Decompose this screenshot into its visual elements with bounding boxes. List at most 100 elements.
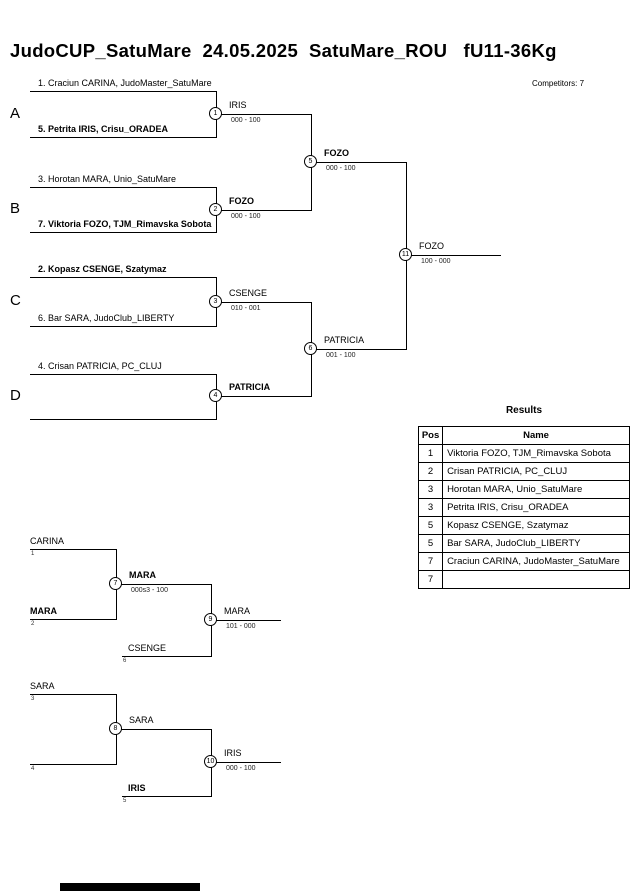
result-name: Kopasz CSENGE, Szatymaz bbox=[442, 516, 630, 535]
match-11-score: 100 - 000 bbox=[421, 258, 451, 265]
bracket-line bbox=[211, 620, 281, 621]
bracket-line bbox=[30, 549, 116, 550]
match-5-number: 5 bbox=[304, 155, 317, 168]
match-7-winner: MARA bbox=[129, 570, 156, 580]
result-name: Crisan PATRICIA, PC_CLUJ bbox=[442, 462, 630, 481]
match-2-score: 000 - 100 bbox=[231, 213, 261, 220]
bracket-line bbox=[30, 764, 116, 765]
match-3-number: 3 bbox=[209, 295, 222, 308]
bracket-entry-5: 5. Petrita IRIS, Crisu_ORADEA bbox=[38, 124, 169, 134]
result-name: Horotan MARA, Unio_SatuMare bbox=[442, 480, 630, 499]
bracket-line bbox=[30, 419, 216, 420]
bracket-entry-7: 7. Viktoria FOZO, TJM_Rimavska Sobota bbox=[38, 219, 212, 229]
match-3-score: 010 - 001 bbox=[231, 305, 261, 312]
group-label-c: C bbox=[10, 292, 21, 309]
match-5-score: 000 - 100 bbox=[326, 165, 356, 172]
bracket-line bbox=[30, 137, 216, 138]
bracket-line bbox=[116, 584, 211, 585]
results-row-3: 3 Horotan MARA, Unio_SatuMare bbox=[417, 480, 630, 499]
bracket-line bbox=[30, 326, 216, 327]
match-1-winner: IRIS bbox=[229, 100, 247, 110]
results-row-5: 5 Kopasz CSENGE, Szatymaz bbox=[417, 516, 630, 535]
match-2-winner: FOZO bbox=[229, 196, 254, 206]
result-name: Petrita IRIS, Crisu_ORADEA bbox=[442, 498, 630, 517]
match-7-score: 000s3 - 100 bbox=[131, 587, 168, 594]
bracket-line bbox=[30, 277, 216, 278]
match-4-number: 4 bbox=[209, 389, 222, 402]
competitors-count: Competitors: 7 bbox=[532, 79, 585, 88]
repechage-seed: 2 bbox=[31, 621, 35, 627]
bracket-entry-2: 2. Kopasz CSENGE, Szatymaz bbox=[38, 264, 167, 274]
bracket-line bbox=[122, 796, 211, 797]
match-6-score: 001 - 100 bbox=[326, 352, 356, 359]
bracket-line bbox=[211, 762, 281, 763]
repechage-entry-csenge: CSENGE bbox=[128, 643, 167, 653]
bracket-line bbox=[30, 187, 216, 188]
match-11-number: 11 bbox=[399, 248, 412, 261]
results-title: Results bbox=[505, 405, 543, 416]
match-8-winner: SARA bbox=[129, 715, 154, 725]
repechage-entry-carina: CARINA bbox=[30, 536, 65, 546]
bracket-line bbox=[30, 91, 216, 92]
results-row-8: 7 bbox=[417, 570, 630, 589]
match-6-winner: PATRICIA bbox=[324, 335, 365, 345]
repechage-seed: 5 bbox=[123, 798, 127, 804]
match-1-number: 1 bbox=[209, 107, 222, 120]
repechage-seed: 3 bbox=[31, 696, 35, 702]
result-name: Bar SARA, JudoClub_LIBERTY bbox=[442, 534, 630, 553]
results-row-4: 3 Petrita IRIS, Crisu_ORADEA bbox=[417, 498, 630, 517]
match-10-score: 000 - 100 bbox=[226, 765, 256, 772]
match-4-winner: PATRICIA bbox=[229, 382, 271, 392]
repechage-entry-iris: IRIS bbox=[128, 783, 146, 793]
match-1-score: 000 - 100 bbox=[231, 117, 261, 124]
bracket-entry-1: 1. Craciun CARINA, JudoMaster_SatuMare bbox=[38, 78, 212, 88]
result-pos: 5 bbox=[417, 534, 444, 553]
repechage-seed: 4 bbox=[31, 766, 35, 772]
results-row-2: 2 Crisan PATRICIA, PC_CLUJ bbox=[417, 462, 630, 481]
bracket-line bbox=[311, 349, 406, 350]
result-name bbox=[442, 570, 630, 589]
bracket-line bbox=[216, 114, 311, 115]
match-7-number: 7 bbox=[109, 577, 122, 590]
bracket-line bbox=[406, 255, 501, 256]
bracket-line bbox=[311, 162, 406, 163]
results-col-pos: Pos bbox=[417, 426, 444, 445]
result-pos: 7 bbox=[417, 552, 444, 571]
bracket-line bbox=[30, 232, 216, 233]
bracket-line bbox=[30, 619, 116, 620]
group-label-b: B bbox=[10, 200, 21, 217]
footer-bar bbox=[60, 883, 200, 891]
bracket-line bbox=[30, 374, 216, 375]
bracket-line bbox=[216, 396, 311, 397]
results-row-7: 7 Craciun CARINA, JudoMaster_SatuMare bbox=[417, 552, 630, 571]
result-name: Viktoria FOZO, TJM_Rimavska Sobota bbox=[442, 444, 630, 463]
result-name: Craciun CARINA, JudoMaster_SatuMare bbox=[442, 552, 630, 571]
bracket-line bbox=[116, 729, 211, 730]
match-6-number: 6 bbox=[304, 342, 317, 355]
repechage-entry-sara: SARA bbox=[30, 681, 55, 691]
match-11-winner: FOZO bbox=[419, 241, 444, 251]
repechage-entry-mara: MARA bbox=[30, 606, 57, 616]
result-pos: 3 bbox=[417, 480, 444, 499]
page-title: JudoCUP_SatuMare 24.05.2025 SatuMare_ROU… bbox=[10, 40, 557, 61]
result-pos: 1 bbox=[417, 444, 444, 463]
bracket-line bbox=[216, 210, 311, 211]
bracket-entry-6: 6. Bar SARA, JudoClub_LIBERTY bbox=[38, 313, 175, 323]
repechage-seed: 6 bbox=[123, 658, 127, 664]
results-table: Pos Name 1 Viktoria FOZO, TJM_Rimavska S… bbox=[417, 426, 630, 589]
match-5-winner: FOZO bbox=[324, 148, 349, 158]
bracket-line bbox=[30, 694, 116, 695]
result-pos: 2 bbox=[417, 462, 444, 481]
results-header-row: Pos Name bbox=[417, 426, 630, 445]
bracket-entry-3: 3. Horotan MARA, Unio_SatuMare bbox=[38, 174, 177, 184]
match-2-number: 2 bbox=[209, 203, 222, 216]
match-10-number: 10 bbox=[204, 755, 217, 768]
match-8-number: 8 bbox=[109, 722, 122, 735]
match-9-winner: MARA bbox=[224, 606, 251, 616]
group-label-a: A bbox=[10, 105, 21, 122]
result-pos: 5 bbox=[417, 516, 444, 535]
results-row-1: 1 Viktoria FOZO, TJM_Rimavska Sobota bbox=[417, 444, 630, 463]
repechage-seed: 1 bbox=[31, 551, 35, 557]
bracket-line bbox=[122, 656, 211, 657]
